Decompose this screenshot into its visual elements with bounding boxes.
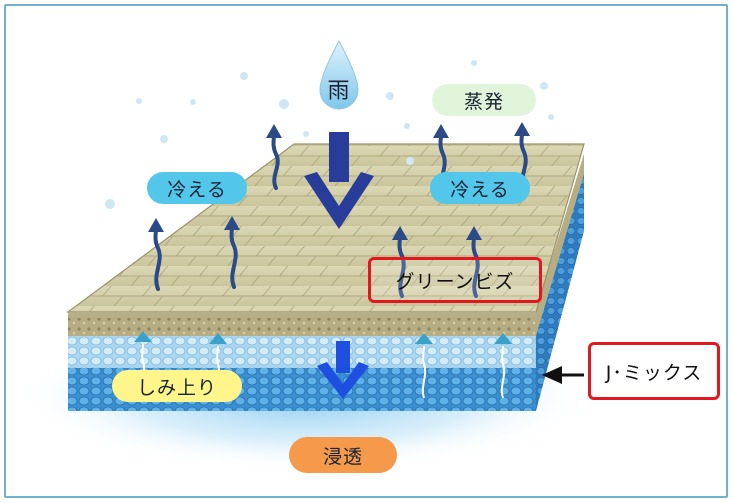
infiltration-pill: 浸透 xyxy=(289,437,397,473)
air-bubbles xyxy=(105,60,554,209)
soak-up-pill: しみ上り xyxy=(112,370,242,402)
evaporation-arrows xyxy=(153,130,528,298)
diagram-frame: 雨 蒸発 冷える 冷える グリーンビズ J･ミックス しみ上り 浸透 xyxy=(4,4,728,498)
infiltration-down-arrow xyxy=(317,341,369,399)
rain-down-arrow xyxy=(304,132,374,229)
green-biz-label: グリーンビズ xyxy=(368,257,542,303)
paving-edge xyxy=(68,312,536,318)
evaporation-pill: 蒸発 xyxy=(432,84,536,116)
jmix-pointer-arrow xyxy=(542,366,584,384)
rain-label: 雨 xyxy=(327,79,351,104)
capillary-arrowheads xyxy=(134,331,512,344)
cooling-pill-right: 冷える xyxy=(430,172,530,204)
cooling-pill-left: 冷える xyxy=(147,172,247,204)
evaporation-arrowheads xyxy=(148,122,530,240)
diagram-canvas xyxy=(16,39,596,471)
slab-side-gravel xyxy=(536,154,584,336)
jmix-label: J･ミックス xyxy=(588,342,720,400)
raindrop-icon xyxy=(319,39,359,110)
slab-side xyxy=(536,154,584,411)
